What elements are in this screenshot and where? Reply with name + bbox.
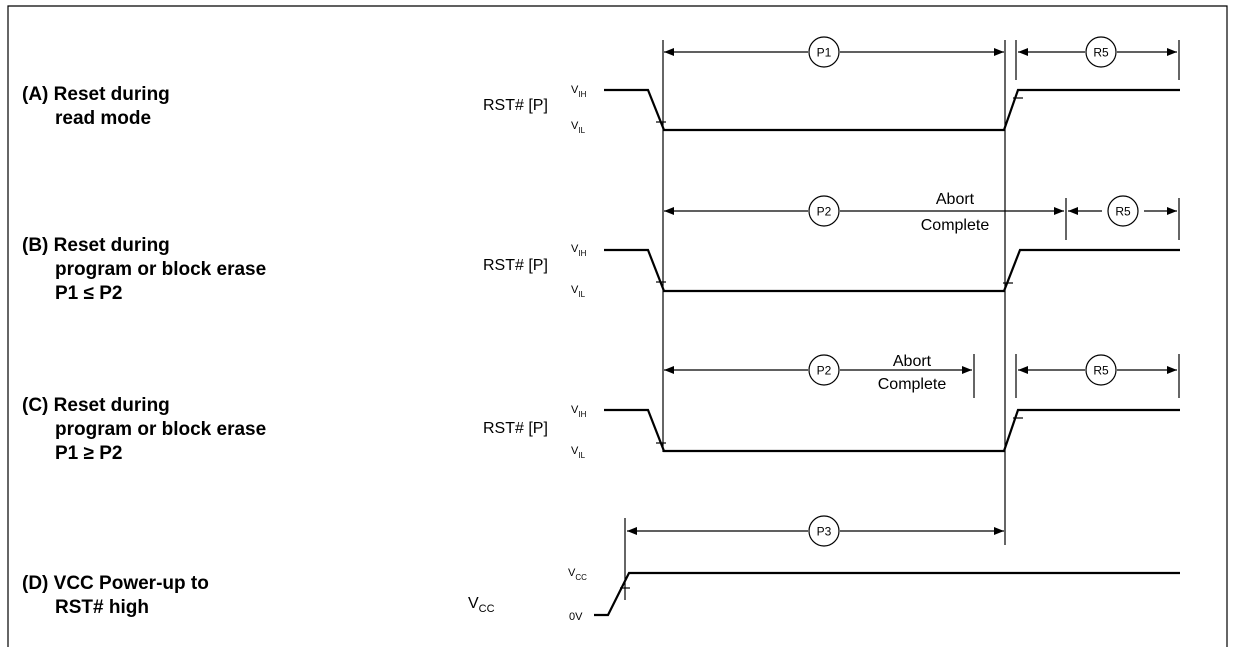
case-a-line-1: (A) Reset during [22, 84, 170, 105]
case-a-r5-bubble [1085, 36, 1117, 68]
case-b-line-3: P1 ≤ P2 [55, 283, 123, 304]
case-a-p1-bubble [808, 36, 840, 68]
case-d-vcc-waveform [594, 571, 1180, 617]
case-b-line-2: program or block erase [55, 259, 267, 280]
case-c-vil-label: VIL [571, 445, 586, 460]
case-b-complete-label: Complete [921, 217, 990, 234]
case-c-line-3: P1 ≥ P2 [55, 443, 123, 464]
case-c-r5-label: R5 [1093, 364, 1109, 378]
case-c-signal-name: RST# [P] [483, 420, 548, 437]
case-d-signal-name: VCC [468, 595, 495, 615]
case-a-rst-waveform [604, 88, 1180, 132]
case-c-line-2: program or block erase [55, 419, 267, 440]
case-c-complete-label: Complete [878, 376, 947, 393]
case-a-label: (A) Reset during read mode [22, 83, 170, 131]
case-d-label: (D) VCC Power-up to RST# high [22, 572, 209, 620]
case-b-signal-name: RST# [P] [483, 257, 548, 274]
case-a-vil-label: VIL [571, 120, 586, 135]
figure-frame [7, 5, 1228, 647]
case-b-vil-label: VIL [571, 284, 586, 299]
case-b-r5-label: R5 [1115, 205, 1131, 219]
case-c-p2-bubble [808, 354, 840, 386]
case-c-rst-waveform [604, 408, 1180, 453]
case-c-label: (C) Reset during program or block erase … [22, 394, 266, 466]
case-c-r5-bubble [1085, 354, 1117, 386]
case-c-line-1: (C) Reset during [22, 395, 170, 416]
case-a-p1-label: P1 [817, 46, 832, 60]
case-b-rst-waveform [604, 248, 1180, 293]
case-d-p3-label: P3 [817, 525, 832, 539]
case-a-r5-label: R5 [1093, 46, 1109, 60]
case-a-signal-name: RST# [P] [483, 97, 548, 114]
case-b-line-1: (B) Reset during [22, 235, 170, 256]
case-a-vih-label: VIH [571, 84, 587, 99]
case-c-abort-label: Abort [893, 353, 932, 370]
case-c-vih-label: VIH [571, 404, 587, 419]
case-c-p2-label: P2 [817, 364, 832, 378]
case-d-vcc-label: VCC [568, 567, 587, 582]
case-b-r5-bubble [1107, 195, 1139, 227]
case-d-p3-bubble [808, 515, 840, 547]
case-b-p2-label: P2 [817, 205, 832, 219]
case-b-label: (B) Reset during program or block erase … [22, 234, 266, 306]
case-d-line-1: (D) VCC Power-up to [22, 573, 209, 594]
case-d-line-2: RST# high [55, 597, 149, 618]
case-b-abort-label: Abort [936, 191, 975, 208]
case-a-line-2: read mode [55, 108, 152, 129]
case-b-p2-bubble [808, 195, 840, 227]
case-d-0v-label: 0V [569, 611, 583, 623]
case-b-vih-label: VIH [571, 243, 587, 258]
